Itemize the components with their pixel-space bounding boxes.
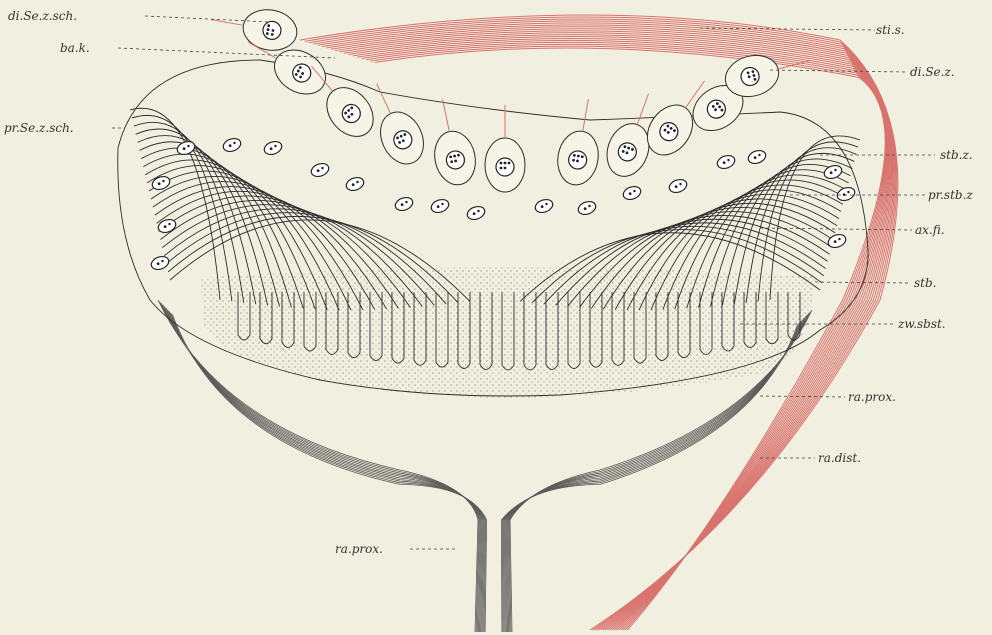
fan-nucleus bbox=[309, 161, 330, 178]
nucleus-outline bbox=[715, 153, 736, 170]
nucleus-outline bbox=[465, 204, 486, 221]
fan-nucleus bbox=[621, 184, 642, 201]
zw-sbst-stipple bbox=[200, 267, 815, 397]
nucleus-outline bbox=[309, 161, 330, 178]
nucleus-outline bbox=[150, 174, 171, 191]
sensory-hair bbox=[443, 99, 450, 131]
distal-sense-cell bbox=[554, 95, 608, 188]
label-di-se-z-sch: di.Se.z.sch. bbox=[8, 9, 77, 23]
label-ax-fi: ax.fi. bbox=[915, 223, 945, 237]
sensory-hair bbox=[637, 94, 648, 125]
nucleus-outline bbox=[746, 148, 767, 165]
nucleus-outline bbox=[262, 139, 283, 156]
label-pr-stb-z: pr.stb.z bbox=[928, 188, 973, 202]
fan-nucleus bbox=[826, 232, 847, 249]
distal-sense-cell bbox=[207, 0, 300, 54]
chromatin-dot bbox=[500, 162, 503, 165]
nucleus-outline bbox=[533, 197, 554, 214]
fan-nucleus bbox=[429, 197, 450, 214]
sensory-hair bbox=[583, 99, 589, 131]
fan-nucleus bbox=[262, 139, 283, 156]
fan-nucleus bbox=[150, 174, 171, 191]
fan-nucleus bbox=[149, 254, 170, 271]
chromatin-dot bbox=[504, 162, 507, 165]
fan-nucleus bbox=[393, 195, 414, 212]
sensory-hair bbox=[211, 20, 243, 26]
label-zw-sbst: zw.sbst. bbox=[897, 317, 946, 331]
nucleus-outline bbox=[149, 254, 170, 271]
fan-nucleus bbox=[221, 136, 242, 153]
sensory-hair bbox=[377, 84, 391, 114]
nucleus-outline bbox=[826, 232, 847, 249]
label-pr-se-z-sch: pr.Se.z.sch. bbox=[4, 121, 74, 135]
fan-nucleus bbox=[344, 175, 365, 192]
chromatin-dot bbox=[500, 167, 503, 170]
fan-nucleus bbox=[667, 177, 688, 194]
label-ra-prox-right: ra.prox. bbox=[848, 390, 896, 404]
nucleus-outline bbox=[393, 195, 414, 212]
nucleus-outline bbox=[221, 136, 242, 153]
nucleus-outline bbox=[576, 199, 597, 216]
nucleus-outline bbox=[429, 197, 450, 214]
label-stb-z: stb.z. bbox=[940, 148, 973, 162]
fan-nucleus bbox=[465, 204, 486, 221]
nucleus-outline bbox=[835, 185, 856, 202]
distal-sense-cell bbox=[423, 95, 480, 188]
fan-nucleus bbox=[835, 185, 856, 202]
label-stb: stb. bbox=[914, 276, 936, 290]
label-ba-k: ba.k. bbox=[60, 41, 90, 55]
label-di-se-z: di.Se.z. bbox=[910, 65, 955, 79]
label-ra-dist: ra.dist. bbox=[818, 451, 861, 465]
fan-nucleus bbox=[715, 153, 736, 170]
fan-nucleus bbox=[746, 148, 767, 165]
nucleus-outline bbox=[667, 177, 688, 194]
label-sti-s: sti.s. bbox=[876, 23, 905, 37]
nucleus-outline bbox=[621, 184, 642, 201]
label-ra-prox-bottom: ra.prox. bbox=[335, 542, 383, 556]
distal-sense-cell bbox=[485, 105, 525, 192]
chromatin-dot bbox=[504, 167, 507, 170]
fan-nucleus bbox=[576, 199, 597, 216]
nucleus-outline bbox=[344, 175, 365, 192]
fan-nucleus bbox=[533, 197, 554, 214]
chromatin-dot bbox=[508, 162, 511, 165]
